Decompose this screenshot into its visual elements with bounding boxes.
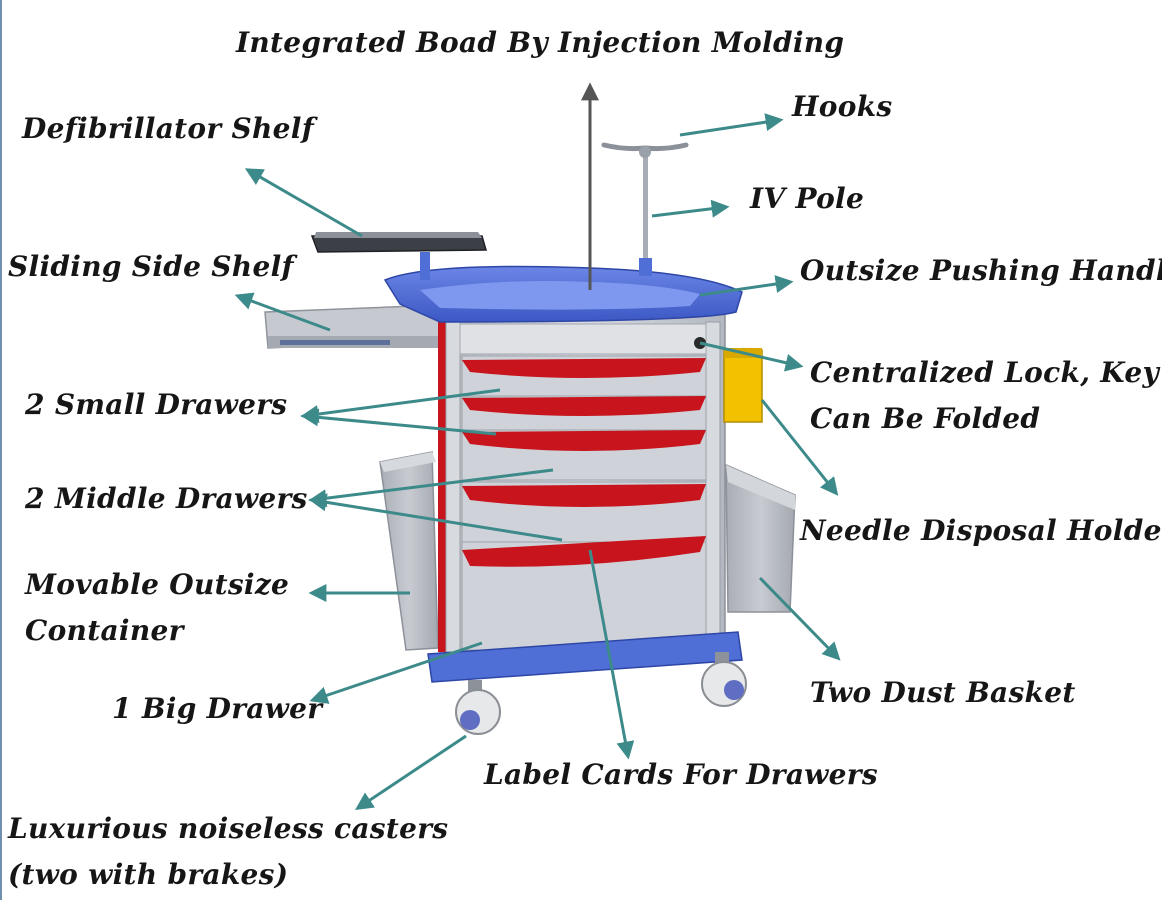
label-casters-line1: Luxurious noiseless casters bbox=[8, 812, 449, 845]
label-sliding-side-shelf: Sliding Side Shelf bbox=[8, 250, 294, 283]
label-middle-drawers: 2 Middle Drawers bbox=[25, 482, 308, 515]
arrow-middle-drawer-1 bbox=[308, 468, 554, 508]
iv-pole bbox=[601, 142, 689, 276]
needle-disposal-holder bbox=[723, 348, 763, 423]
left-dust-basket bbox=[379, 451, 439, 651]
label-pushing-handle: Outsize Pushing Handle bbox=[800, 254, 1162, 287]
label-movable-container-line2: Container bbox=[25, 614, 184, 647]
cart-base bbox=[427, 631, 743, 683]
label-needle-holder: Needle Disposal Holder bbox=[800, 514, 1162, 547]
label-integrated-board: Integrated Boad By Injection Molding bbox=[236, 26, 845, 59]
label-iv-pole: IV Pole bbox=[750, 182, 865, 215]
arrow-big-drawer bbox=[309, 641, 483, 704]
label-big-drawer: 1 Big Drawer bbox=[112, 692, 323, 725]
label-centralized-lock-line1: Centralized Lock, Key bbox=[810, 356, 1160, 389]
top-tray bbox=[383, 265, 743, 323]
label-centralized-lock: Centralized Lock, Key Can Be Folded bbox=[810, 350, 1159, 442]
arrow-centralized-lock bbox=[699, 341, 804, 372]
label-casters: Luxurious noiseless casters (two with br… bbox=[8, 806, 448, 898]
callout-arrows bbox=[234, 82, 841, 810]
arrow-dust-basket bbox=[758, 576, 841, 661]
label-centralized-lock-line2: Can Be Folded bbox=[810, 402, 1041, 435]
arrow-iv-pole bbox=[651, 199, 730, 218]
left-border bbox=[0, 0, 2, 900]
right-dust-basket bbox=[725, 463, 796, 613]
arrow-small-drawer-2 bbox=[300, 408, 497, 436]
arrow-casters bbox=[355, 734, 467, 810]
arrow-pushing-handle bbox=[699, 275, 794, 297]
label-movable-container: Movable Outsize Container bbox=[25, 562, 289, 654]
arrow-defibrillator-shelf bbox=[244, 168, 363, 238]
label-hooks: Hooks bbox=[792, 90, 893, 123]
sliding-side-shelf bbox=[264, 304, 441, 349]
arrow-label-cards bbox=[588, 549, 635, 760]
arrow-small-drawer-1 bbox=[300, 388, 501, 424]
arrow-hooks bbox=[679, 113, 784, 137]
drawers bbox=[461, 355, 707, 651]
label-movable-container-line1: Movable Outsize bbox=[25, 568, 290, 601]
label-small-drawers: 2 Small Drawers bbox=[25, 388, 288, 421]
label-label-cards: Label Cards For Drawers bbox=[484, 758, 878, 791]
defibrillator-shelf bbox=[310, 232, 487, 280]
casters bbox=[455, 652, 747, 735]
label-defibrillator-shelf: Defibrillator Shelf bbox=[22, 112, 315, 145]
arrow-sliding-side-shelf bbox=[234, 292, 331, 332]
label-casters-line2: (two with brakes) bbox=[8, 858, 289, 891]
arrow-needle-holder bbox=[760, 399, 839, 496]
arrow-middle-drawer-2 bbox=[308, 493, 563, 542]
label-dust-basket: Two Dust Basket bbox=[810, 676, 1076, 709]
